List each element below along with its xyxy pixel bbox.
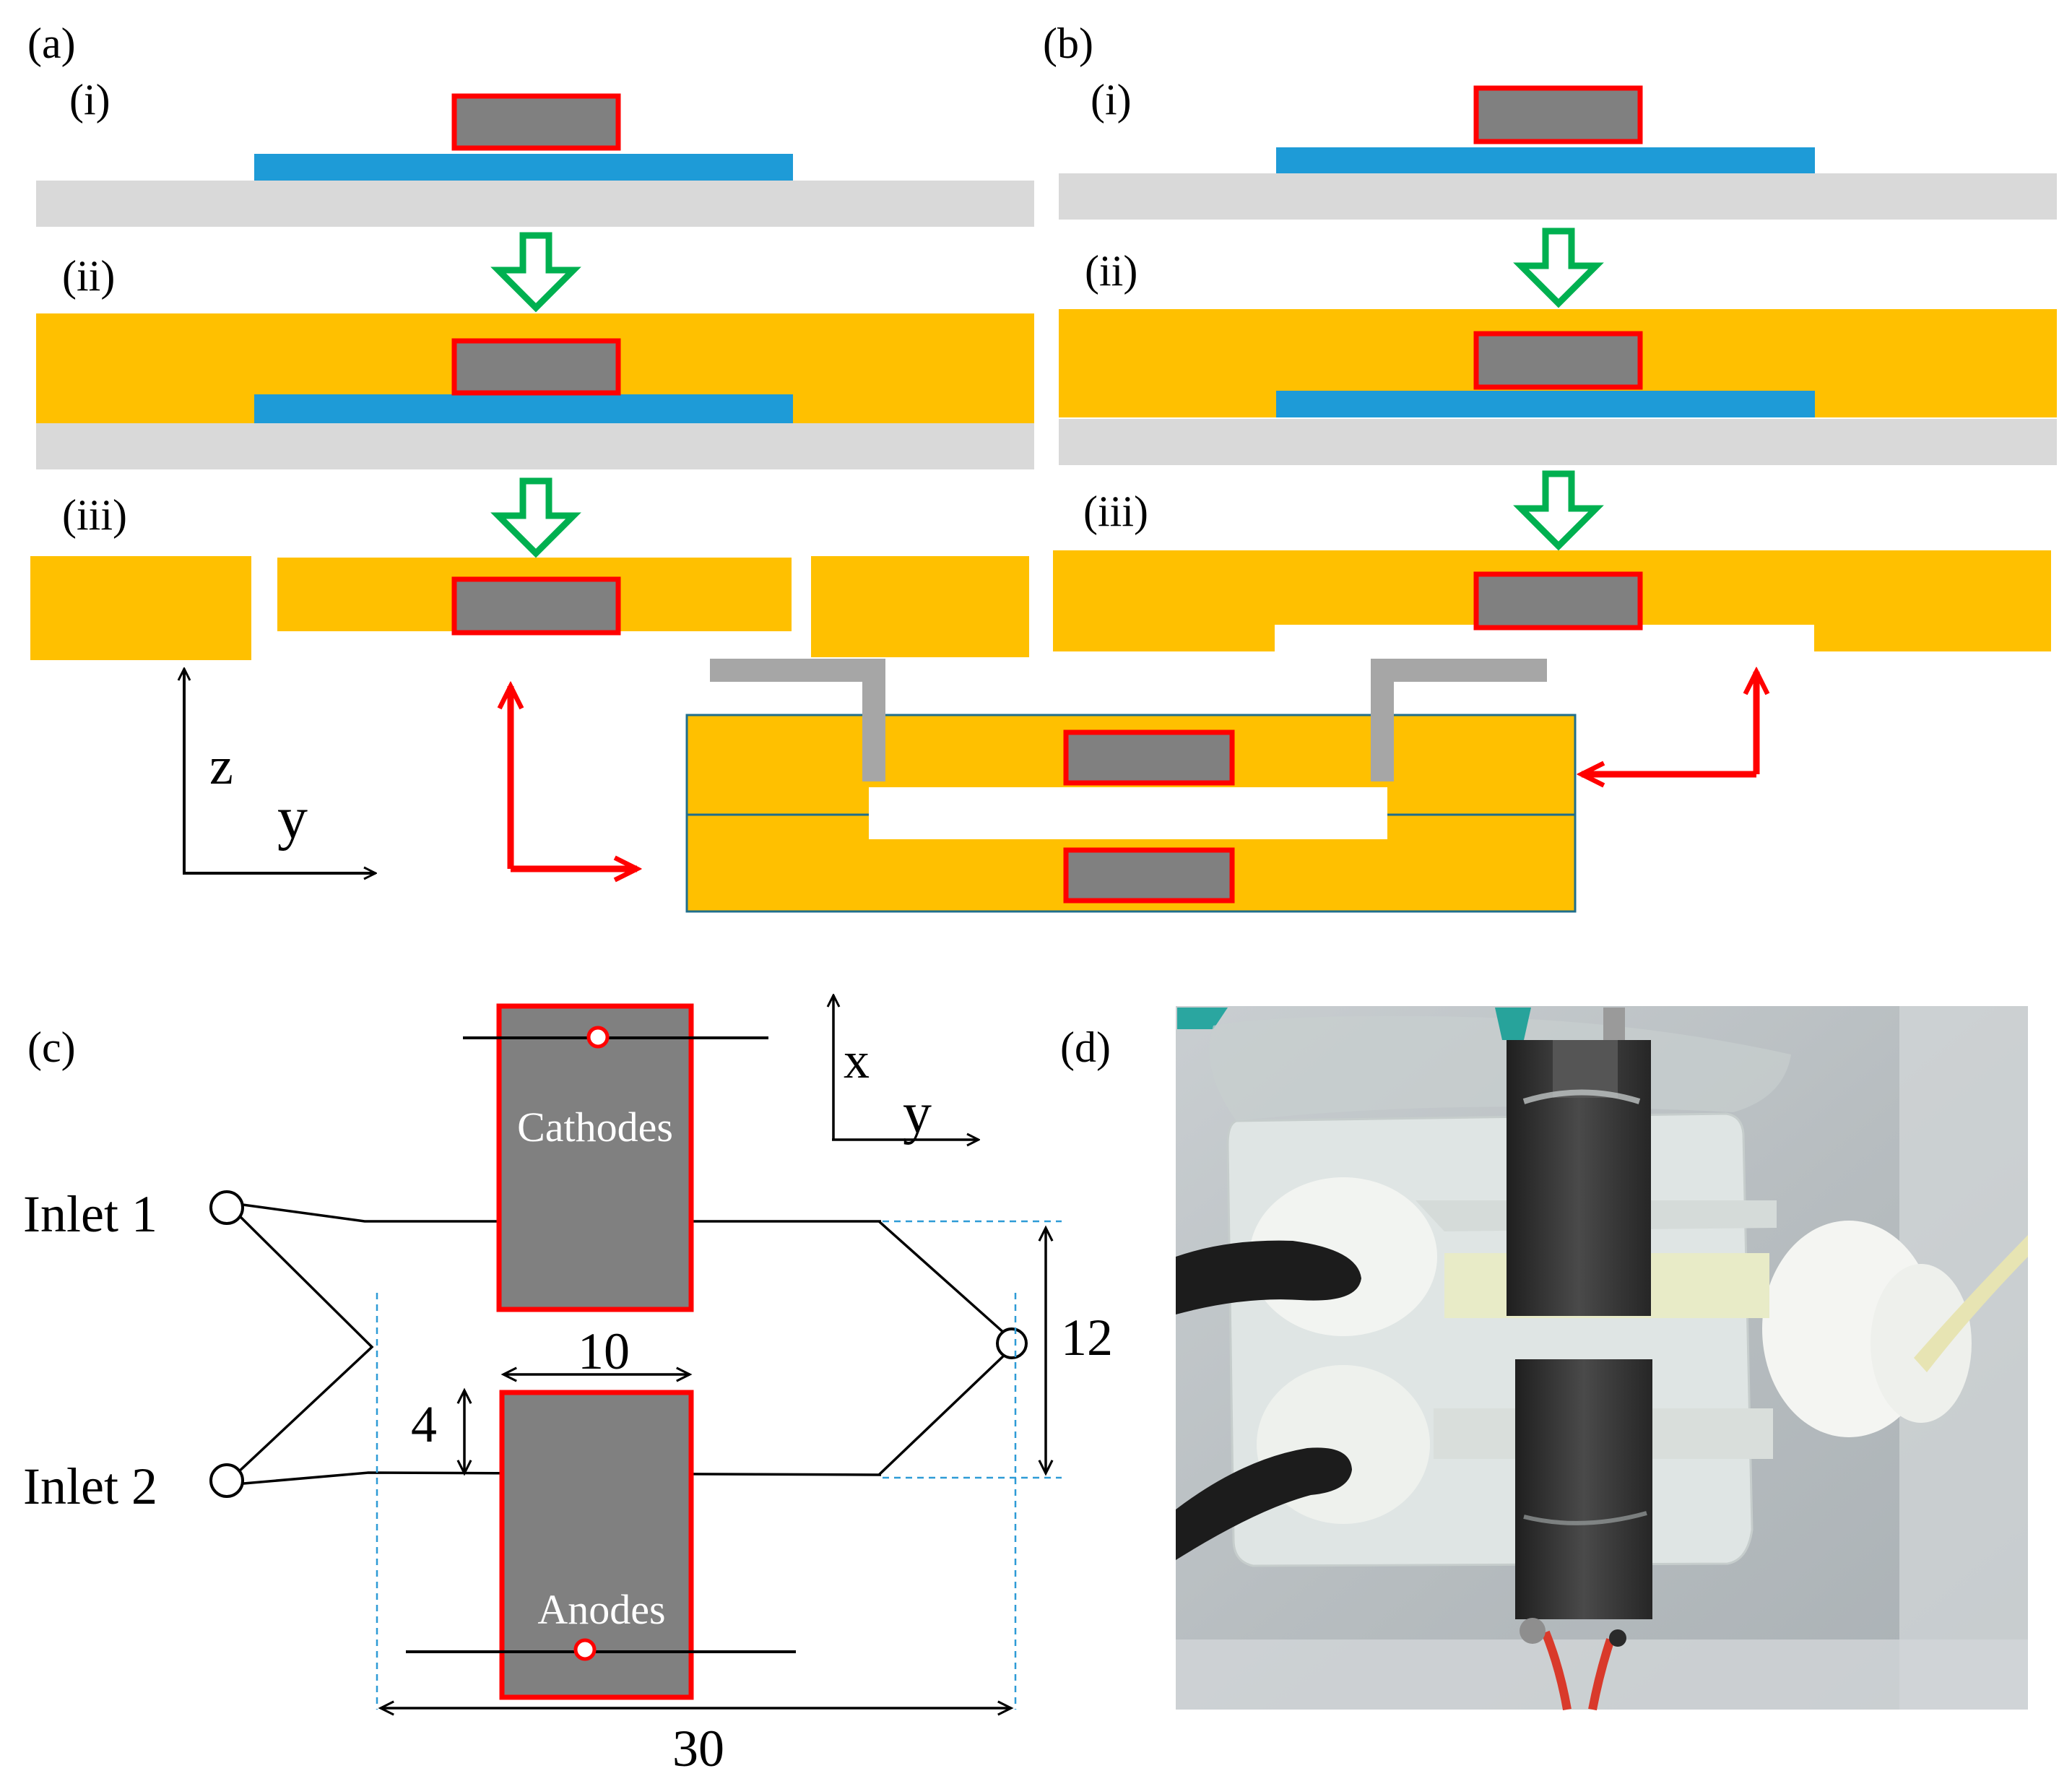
outlet-tube (1371, 659, 1547, 781)
photo-inlet-tube-1 (1176, 1240, 1361, 1314)
axes-xy: x y (832, 995, 979, 1145)
graphite-electrode (451, 338, 621, 396)
panel-b-step-1-label: (i) (1091, 76, 1132, 124)
panel-a-step-2: (ii) (36, 252, 1034, 469)
panel-c-label: (c) (27, 1023, 76, 1071)
panel-a-step-1-label: (i) (69, 76, 110, 124)
inlet-2-port (209, 1463, 244, 1498)
panel-c: (c) x y Inlet 1 Inlet 2 (23, 995, 1113, 1777)
y-axis-label: y (277, 784, 308, 852)
photoresist-mold (254, 394, 793, 423)
photo-electrode-bottom (1515, 1359, 1652, 1619)
glass-substrate (1059, 173, 2057, 220)
cathode-electrode (496, 1003, 694, 1312)
process-arrow-down (498, 481, 573, 553)
dim-length: 30 (672, 1720, 724, 1777)
pdms-block-left (30, 556, 251, 660)
z-axis-label: z (209, 737, 233, 796)
graphite-electrode-bottom (1063, 847, 1235, 904)
inlet-1-port (209, 1190, 244, 1225)
outlet-taper (877, 1220, 1007, 1476)
panel-b: (b) (i) (ii) (iii) (1043, 20, 2057, 774)
process-arrow-down (498, 235, 573, 308)
panel-d-label: (d) (1060, 1023, 1111, 1071)
outlet-port (996, 1327, 1028, 1359)
process-arrow-down (1521, 231, 1596, 303)
panel-a: (a) (i) (ii) (iii) (27, 20, 1034, 873)
inlet-1-label: Inlet 1 (23, 1185, 157, 1243)
glass-substrate (1059, 419, 2057, 465)
anode-label: Anodes (537, 1586, 665, 1633)
graphite-electrode (451, 93, 621, 151)
panel-b-label: (b) (1043, 20, 1093, 67)
inlet-tube (710, 659, 885, 781)
y-axis-label: y (903, 1082, 932, 1145)
panel-a-step-1: (i) (36, 76, 1034, 227)
dim-electrode-width: 10 (578, 1322, 630, 1380)
dim-gap: 4 (411, 1395, 437, 1453)
photo-wire-red (1541, 1630, 1572, 1711)
x-axis-label: x (844, 1031, 870, 1089)
cathode-contact (586, 1026, 610, 1049)
anode-electrode (499, 1390, 694, 1700)
assembled-device (685, 659, 1577, 913)
glass-substrate (36, 181, 1034, 227)
device-photo (1176, 1006, 2028, 1711)
photo-outlet-tube (1914, 1235, 2028, 1372)
dim-channel-width: 12 (1061, 1309, 1113, 1366)
photoresist-mold (254, 154, 793, 181)
panel-b-step-3: (iii) (1053, 488, 2051, 651)
panel-d: (d) (1060, 1006, 2028, 1711)
panel-a-label: (a) (27, 20, 76, 67)
axes-zy: z y (183, 669, 376, 873)
panel-a-step-3: (iii) (30, 491, 1029, 660)
cathode-label: Cathodes (517, 1104, 673, 1151)
process-arrow-down (1521, 474, 1596, 546)
graphite-electrode (1473, 571, 1643, 631)
dimension-guides (376, 1220, 1062, 1710)
pdms-block-right (811, 556, 1029, 657)
panel-b-step-3-label: (iii) (1083, 488, 1148, 535)
glass-substrate (36, 423, 1034, 469)
inlet-2-label: Inlet 2 (23, 1457, 157, 1515)
photoresist-mold (1276, 147, 1815, 173)
inlet-2-branch (226, 1471, 882, 1486)
panel-b-step-2-label: (ii) (1085, 247, 1137, 295)
graphite-electrode (1473, 331, 1643, 390)
graphite-electrode-top (1063, 729, 1235, 786)
photoresist-mold (1276, 391, 1815, 417)
graphite-electrode (451, 576, 621, 636)
panel-b-step-1: (i) (1059, 76, 2057, 220)
inlet-1-branch (226, 1201, 881, 1223)
channel-outline (226, 1201, 1007, 1486)
graphite-electrode (1473, 85, 1643, 144)
photo-wire-red (1588, 1638, 1615, 1711)
anode-contact (573, 1638, 597, 1661)
flow-channel (869, 787, 1387, 839)
panel-b-step-2: (ii) (1059, 247, 2057, 465)
photo-inlet-tube-2 (1176, 1447, 1352, 1560)
panel-a-step-3-label: (iii) (62, 491, 127, 539)
inlet-junction (235, 1212, 374, 1475)
panel-a-step-2-label: (ii) (62, 252, 115, 300)
